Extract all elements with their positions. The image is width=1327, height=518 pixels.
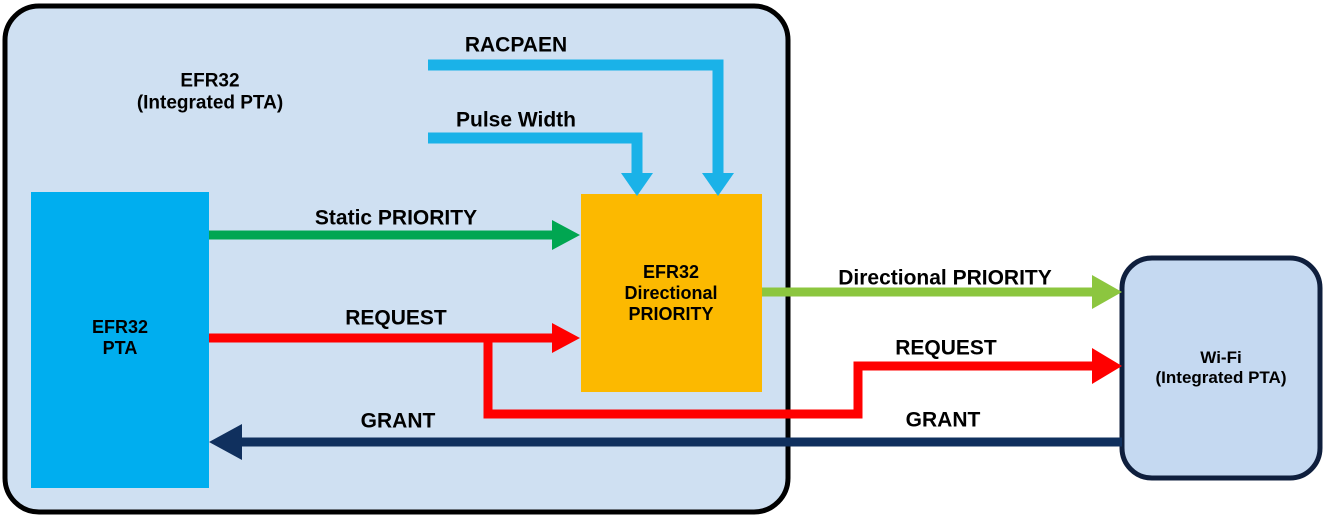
- wifi-block[interactable]: [1119, 255, 1323, 481]
- directional-priority-arrow[interactable]: [762, 275, 1122, 309]
- grant-arrow[interactable]: [209, 424, 1122, 460]
- efr32-pta-block[interactable]: [31, 192, 209, 488]
- efr32-directional-priority-block[interactable]: [581, 194, 762, 392]
- request-internal-arrow[interactable]: [209, 323, 580, 353]
- request-external-arrow[interactable]: [483, 338, 1122, 419]
- static-priority-arrow[interactable]: [209, 220, 580, 250]
- racpaen-signal-arrow[interactable]: [428, 59, 734, 196]
- pulse-width-signal-arrow[interactable]: [428, 132, 653, 196]
